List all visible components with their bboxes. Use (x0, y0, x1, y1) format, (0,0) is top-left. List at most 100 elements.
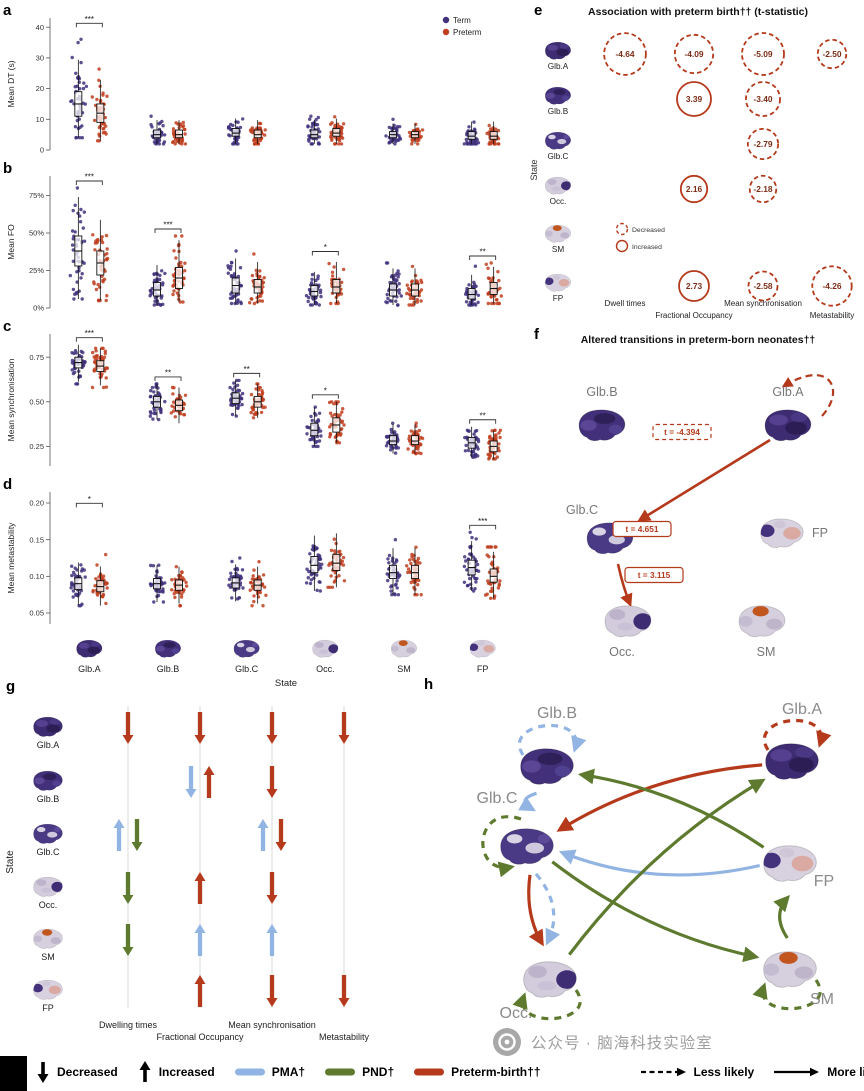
effect-arrow-blue-up (266, 924, 278, 956)
svg-text:*: * (324, 386, 327, 395)
effect-arrow-green-down (122, 872, 134, 904)
svg-text:0.20: 0.20 (29, 499, 44, 508)
boxplot (253, 261, 262, 304)
legend-bar-icon (325, 1068, 356, 1075)
svg-text:0.25: 0.25 (29, 442, 44, 451)
tstat-value: -2.18 (753, 184, 772, 194)
dashed-arrow-icon (640, 1067, 686, 1076)
effect-arrow-blue-up (194, 924, 206, 956)
brain-icon-sm (391, 639, 417, 658)
beeswarm-points-preterm (91, 233, 503, 307)
svg-text:0.10: 0.10 (29, 572, 44, 581)
row-label: Glb.A (37, 740, 60, 750)
node-label: SM (810, 991, 834, 1008)
brain-icon-glbA (76, 639, 103, 658)
significance-bracket: * (311, 386, 339, 399)
brain-icon-glbB (545, 86, 571, 105)
brain-icon-glbA (33, 716, 63, 737)
watermark-logo (493, 1028, 521, 1056)
network-edge-solid (556, 763, 763, 832)
legend-item-dashed-arrow: Less likely (640, 1064, 755, 1079)
effect-arrow-red-down (266, 766, 278, 798)
state-tick-label: FP (477, 664, 489, 674)
state-tick-label: Glb.A (78, 664, 101, 674)
boxplot (96, 566, 105, 606)
tstat-value: -4.64 (615, 49, 634, 59)
svg-text:***: *** (478, 517, 487, 526)
network-edge-dashed (518, 723, 587, 756)
tstat-value: -2.50 (822, 49, 841, 59)
effect-arrow-green-down (131, 819, 143, 851)
arrow-up-icon (139, 1060, 151, 1082)
transition-arrow (616, 563, 633, 608)
significance-bracket: ** (154, 368, 182, 381)
brain-icon-fp (760, 518, 804, 548)
network-edge-solid (568, 778, 766, 956)
boxplot (175, 387, 183, 424)
legend-label: PMA† (271, 1064, 306, 1079)
row-label: SM (41, 952, 55, 962)
transition-arrow (637, 438, 771, 522)
significance-bracket: ** (469, 248, 497, 260)
legend-item-bar: PMA† (234, 1064, 306, 1079)
significance-bracket: ** (469, 411, 497, 424)
node-label: Occ. (609, 645, 635, 659)
svg-text:0: 0 (40, 146, 44, 155)
brain-icon-sm (763, 951, 817, 988)
brain-icon-occ (604, 605, 652, 638)
brain-icon-glbB (155, 639, 181, 658)
tstat-circle-increased (676, 81, 712, 117)
svg-text:Preterm: Preterm (453, 28, 482, 37)
state-tick-label: SM (397, 664, 411, 674)
svg-text:0.05: 0.05 (29, 609, 44, 618)
row-label: Glb.C (36, 847, 60, 857)
significance-bracket: * (311, 243, 339, 256)
effect-arrow-red-down (338, 712, 350, 744)
tstat-label: t = 3.115 (638, 570, 671, 580)
legend-bar-icon (414, 1068, 445, 1075)
tstat-circle-decreased (746, 127, 780, 161)
boxplot (310, 120, 319, 144)
watermark: 公众号 · 脑海科技实验室 (492, 1026, 713, 1058)
brain-icon-glbB (520, 748, 574, 785)
svg-text:10: 10 (36, 115, 44, 124)
panel-e-tstat-grid: StateGlb.A-4.64-4.09-5.09-2.50Glb.B3.39-… (530, 32, 854, 320)
legend-label: More likely (827, 1064, 864, 1079)
tstat-label: t = -4.394 (664, 427, 700, 437)
legend-label: PND† (362, 1064, 395, 1079)
significance-bracket: *** (75, 329, 103, 342)
brain-icon-glbB (33, 770, 63, 791)
boxplot (467, 121, 476, 144)
boxplot (96, 219, 105, 301)
brain-icon-sm (33, 928, 63, 949)
legend-label: Preterm-birth†† (451, 1064, 541, 1079)
svg-text:25%: 25% (29, 266, 44, 275)
row-label: Glb.B (548, 107, 569, 116)
network-edge-dashed (534, 872, 561, 946)
boxplot (175, 566, 183, 604)
significance-bracket: * (75, 495, 103, 508)
legend-label: Less likely (693, 1064, 755, 1079)
state-tick-label: Glb.C (235, 664, 259, 674)
y-axis-label: Mean synchronisation (6, 358, 16, 441)
tstat-circle-decreased (748, 174, 778, 204)
boxplot (74, 562, 83, 605)
brain-icon-occ (312, 639, 339, 658)
boxplot (253, 566, 262, 604)
effect-arrow-red-down (266, 712, 278, 744)
boxplot (332, 533, 341, 588)
boxplot (310, 407, 319, 447)
node-label: Occ. (500, 1005, 533, 1022)
legend-item-solid-arrow: More likely (774, 1065, 864, 1079)
corner-artifact-box (0, 1056, 27, 1091)
svg-text:*: * (88, 495, 91, 504)
network-edge-dashed (481, 815, 522, 878)
network-edge-dashed (512, 989, 582, 1021)
boxplot (489, 551, 498, 599)
arrow-down-icon (37, 1061, 49, 1083)
